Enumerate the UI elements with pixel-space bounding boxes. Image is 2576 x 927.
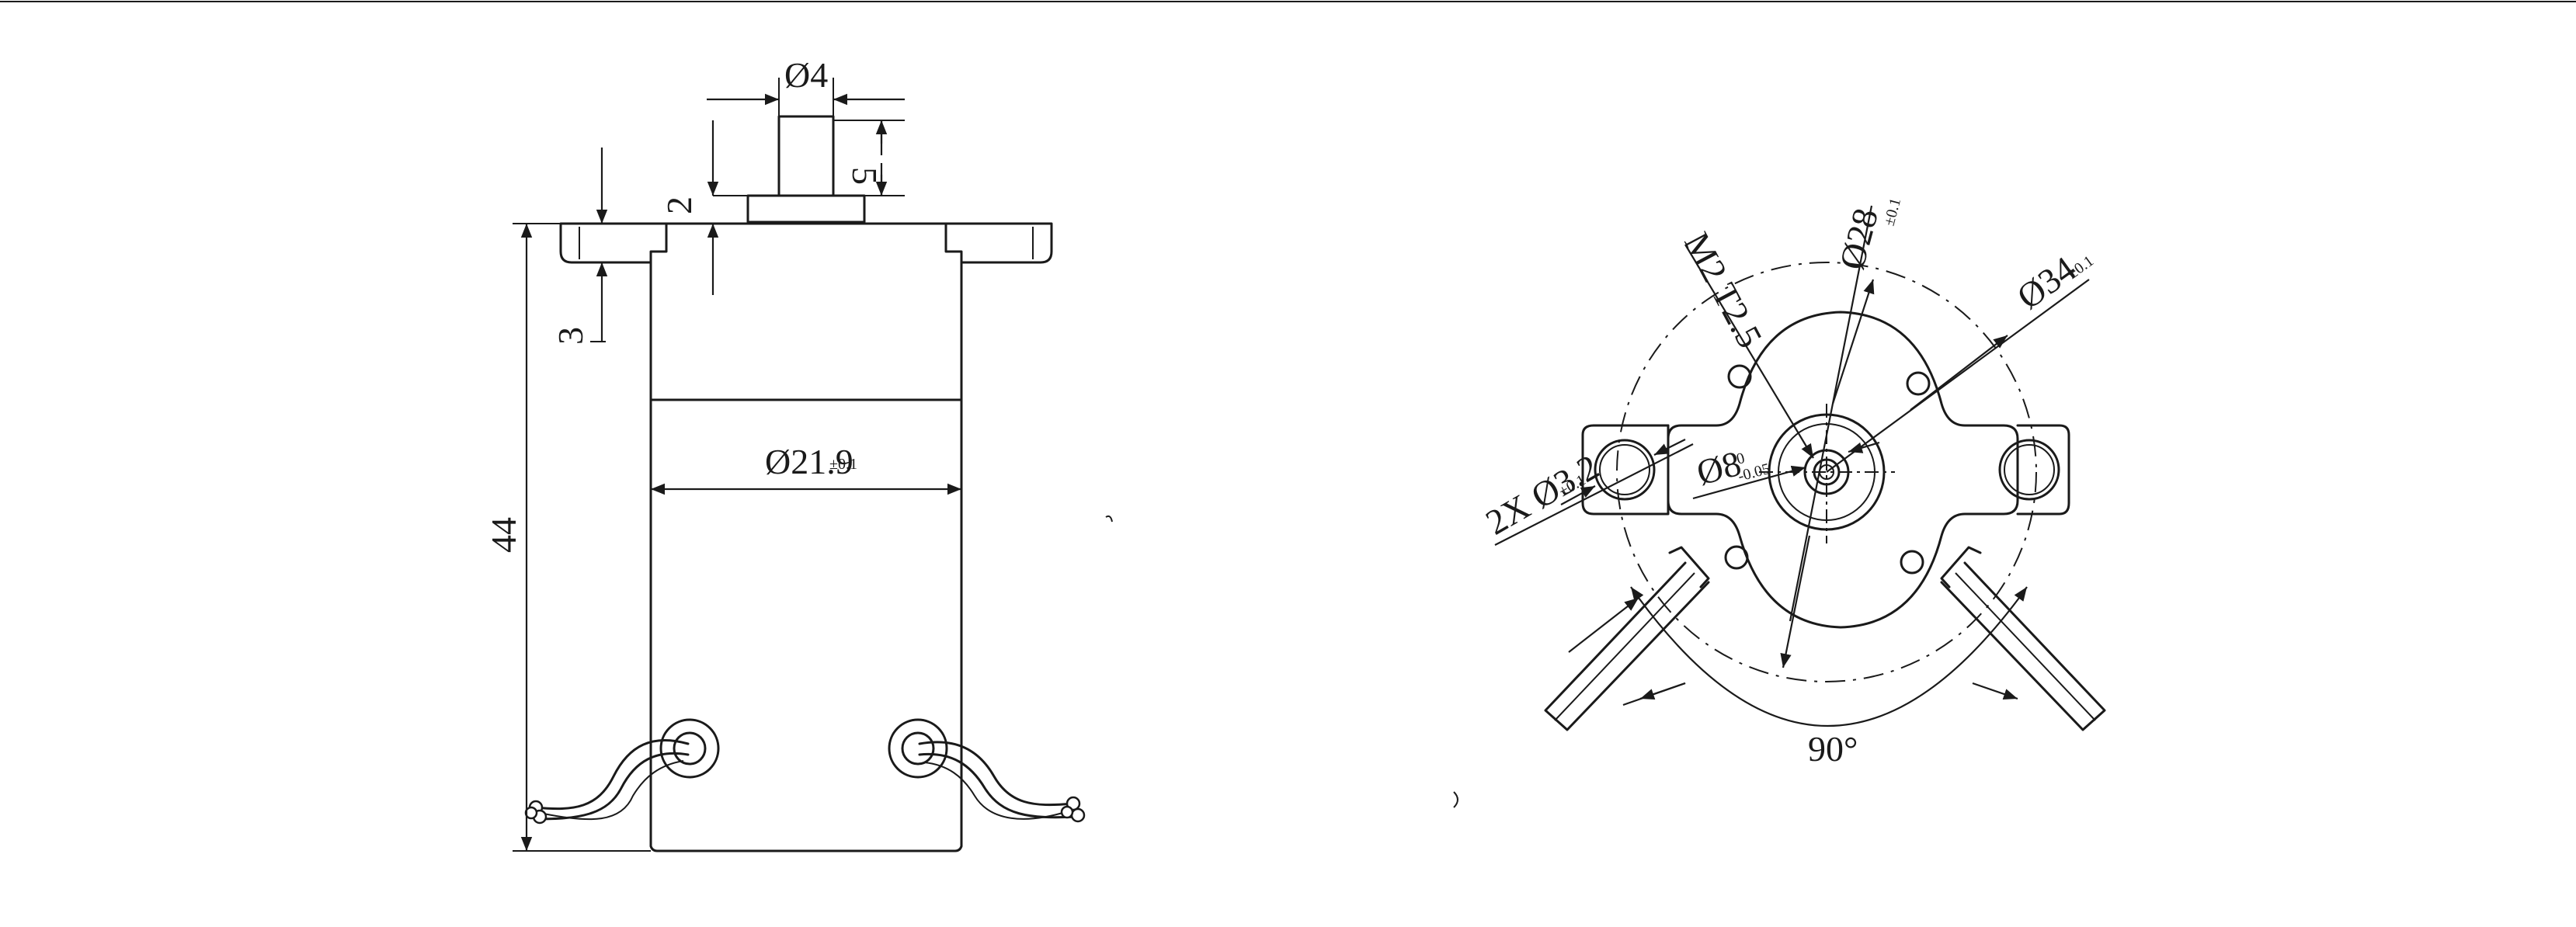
thread-hole-3: [1724, 545, 1749, 570]
dim-mount-holes: 2X Ø3.2 ±0.1: [1479, 439, 1694, 546]
label-pcd: Ø28: [1831, 204, 1886, 274]
label-angle: 90°: [1808, 729, 1858, 769]
side-view: Ø4 5 2 3 Ø2: [484, 55, 1113, 852]
dim-hub-diameter: Ø8 0 -0.05: [1692, 441, 1880, 500]
label-outer-diameter: Ø34: [2010, 248, 2083, 317]
right-lead-wires: [918, 741, 1086, 823]
left-mount-ear: [1581, 424, 1670, 516]
stray-mark: [1105, 515, 1113, 523]
label-thread: M2 T2.5: [1677, 226, 1770, 354]
label-mount-holes: 2X Ø3.2: [1479, 446, 1606, 542]
right-grommet: [888, 718, 948, 779]
right-lead-bundle: [1940, 546, 2106, 731]
dim-angle: 90°: [1568, 586, 2028, 769]
stray-mark-2: [1453, 791, 1458, 808]
thread-hole-4: [1900, 550, 1924, 575]
dim-overall-length: 44: [484, 223, 651, 852]
dim-body-diameter: Ø21.9 ±0.1: [651, 442, 961, 495]
thread-hole-1: [1727, 364, 1752, 389]
label-flange-thickness: 3: [551, 327, 590, 345]
thread-hole-2: [1906, 371, 1931, 396]
label-body-diameter: Ø21.9: [765, 442, 853, 481]
dim-shaft-length: 5: [833, 120, 905, 196]
dim-boss-height: 2: [659, 120, 748, 295]
label-boss-height: 2: [659, 196, 699, 214]
top-view: Ø28 ±0.1 Ø34 ±0.1 M2 T2.5 Ø8 0 -0.05: [1453, 196, 2106, 808]
right-mount-hole: [1998, 439, 2060, 501]
dim-thread-callout: M2 T2.5: [1677, 226, 1814, 459]
dim-shaft-diameter: Ø4: [707, 55, 905, 116]
outer-diameter-circle: [1616, 262, 2037, 682]
label-shaft-diameter: Ø4: [784, 55, 828, 95]
dim-flange-thickness: 3: [551, 148, 608, 345]
label-pcd-tol: ±0.1: [1881, 196, 1905, 227]
label-overall-length: 44: [484, 517, 523, 553]
left-lead-bundle: [1544, 546, 1710, 731]
left-mount-hole: [1594, 439, 1656, 501]
shaft-boss: [746, 194, 866, 224]
label-body-diameter-tol: ±0.1: [829, 456, 857, 473]
left-grommet: [659, 718, 720, 779]
right-mount-ear: [2016, 424, 2070, 516]
motor-body: [649, 261, 963, 852]
motor-shaft: [777, 115, 835, 197]
mounting-flange: [559, 222, 1053, 264]
dim-outer-diameter: Ø34 ±0.1: [1826, 248, 2097, 473]
label-shaft-length: 5: [845, 167, 885, 185]
left-lead-wires: [524, 738, 690, 825]
